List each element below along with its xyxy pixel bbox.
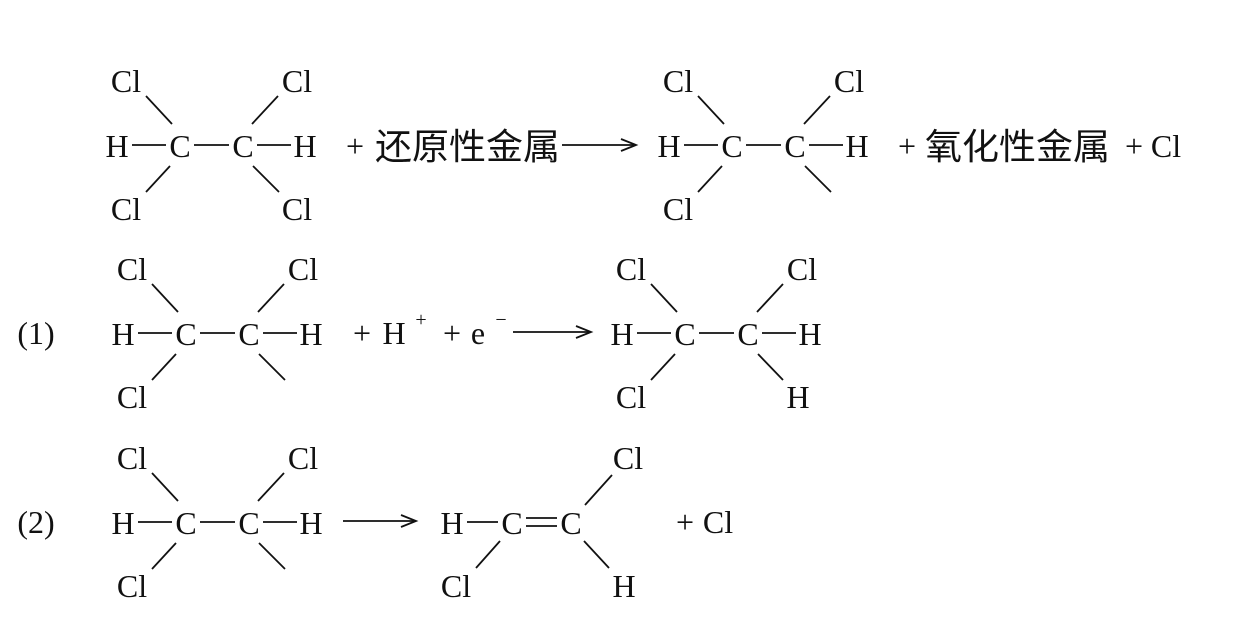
proton-charge: + <box>415 309 426 331</box>
single-bond <box>151 353 177 381</box>
atom-left: H <box>111 505 134 541</box>
equation-label: (2) <box>17 504 54 540</box>
reactant-molecule: Cl Cl H C C H Cl Cl <box>105 63 316 227</box>
atom-left: H <box>111 316 134 352</box>
atom-top-right: Cl <box>288 440 318 476</box>
atom-right: H <box>299 505 322 541</box>
plus-sign: + <box>1125 128 1143 164</box>
product-molecule: H C C Cl Cl H <box>440 440 643 604</box>
atom-carbon-2: C <box>232 128 253 164</box>
single-bond <box>151 283 179 313</box>
atom-carbon-2: C <box>737 316 758 352</box>
atom-carbon-1: C <box>175 316 196 352</box>
atom-bottom-left: Cl <box>663 191 693 227</box>
atom-carbon-1: C <box>674 316 695 352</box>
atom-bottom-right: H <box>612 568 635 604</box>
atom-carbon-2: C <box>784 128 805 164</box>
atom-carbon-1: C <box>169 128 190 164</box>
radical-bond <box>258 353 286 381</box>
product-molecule: Cl Cl H C C H Cl H <box>610 251 821 415</box>
atom-carbon-1: C <box>501 505 522 541</box>
single-bond <box>257 472 285 502</box>
single-bond <box>803 95 831 125</box>
byproduct-chlorine: Cl <box>703 504 733 540</box>
atom-left: H <box>610 316 633 352</box>
single-bond <box>145 95 173 125</box>
atom-bottom-right: H <box>786 379 809 415</box>
single-bond <box>697 165 723 193</box>
single-bond <box>757 353 784 381</box>
atom-right: H <box>845 128 868 164</box>
reactant-molecule: Cl Cl H C C H Cl <box>111 251 322 415</box>
atom-right: H <box>299 316 322 352</box>
plus-sign: + <box>353 315 371 351</box>
single-bond <box>151 472 179 502</box>
atom-top-left: Cl <box>663 63 693 99</box>
atom-top-right: Cl <box>613 440 643 476</box>
plus-sign: + <box>346 128 364 164</box>
atom-carbon-2: C <box>560 505 581 541</box>
atom-bottom-left: Cl <box>117 379 147 415</box>
atom-right: H <box>293 128 316 164</box>
arrow-head <box>575 325 594 339</box>
reaction-arrow <box>513 325 594 339</box>
single-bond <box>756 283 784 313</box>
atom-left: H <box>105 128 128 164</box>
single-bond <box>584 474 613 506</box>
atom-top-left: Cl <box>117 440 147 476</box>
atom-right: H <box>798 316 821 352</box>
single-bond <box>257 283 285 313</box>
atom-bottom-left: Cl <box>111 191 141 227</box>
double-bond <box>526 517 557 527</box>
proton-symbol: H <box>382 315 405 351</box>
single-bond <box>697 95 725 125</box>
single-bond <box>650 353 676 381</box>
single-bond <box>252 165 280 193</box>
equation-1: (1) Cl Cl H C C H Cl + H + + e − <box>17 251 821 415</box>
atom-top-right: Cl <box>834 63 864 99</box>
atom-top-right: Cl <box>288 251 318 287</box>
electron-charge: − <box>495 309 506 331</box>
single-bond <box>251 95 279 125</box>
byproduct-chlorine: Cl <box>1151 128 1181 164</box>
atom-left: H <box>440 505 463 541</box>
reactant-molecule: Cl Cl H C C H Cl <box>111 440 322 604</box>
single-bond <box>145 165 171 193</box>
arrow-head <box>620 138 639 152</box>
byproduct-text: 氧化性金属 <box>925 127 1110 168</box>
atom-top-left: Cl <box>117 251 147 287</box>
plus-sign: + <box>676 504 694 540</box>
atom-left: H <box>657 128 680 164</box>
equation-0: Cl Cl H C C H Cl Cl + 还原性金属 Cl Cl H <box>105 63 1181 227</box>
single-bond <box>151 542 177 570</box>
atom-bottom-left: Cl <box>117 568 147 604</box>
atom-bottom-left: Cl <box>616 379 646 415</box>
radical-bond <box>804 165 832 193</box>
atom-bottom-right: Cl <box>282 191 312 227</box>
reaction-arrow <box>343 514 419 528</box>
single-bond <box>475 540 501 569</box>
atom-carbon-1: C <box>175 505 196 541</box>
atom-carbon-1: C <box>721 128 742 164</box>
plus-sign: + <box>898 128 916 164</box>
atom-carbon-2: C <box>238 505 259 541</box>
atom-top-left: Cl <box>616 251 646 287</box>
radical-bond <box>258 542 286 570</box>
single-bond <box>583 540 610 569</box>
atom-top-right: Cl <box>787 251 817 287</box>
equation-label: (1) <box>17 315 54 351</box>
reagent-text: 还原性金属 <box>375 127 560 168</box>
equation-2: (2) Cl Cl H C C H Cl H C C Cl <box>17 440 733 604</box>
atom-bottom-left: Cl <box>441 568 471 604</box>
plus-sign: + <box>443 315 461 351</box>
electron-symbol: e <box>471 315 485 351</box>
atom-top-right: Cl <box>282 63 312 99</box>
atom-carbon-2: C <box>238 316 259 352</box>
reaction-arrow <box>562 138 639 152</box>
atom-top-left: Cl <box>111 63 141 99</box>
arrow-head <box>400 514 419 528</box>
single-bond <box>650 283 678 313</box>
product-molecule: Cl Cl H C C H Cl <box>657 63 868 227</box>
